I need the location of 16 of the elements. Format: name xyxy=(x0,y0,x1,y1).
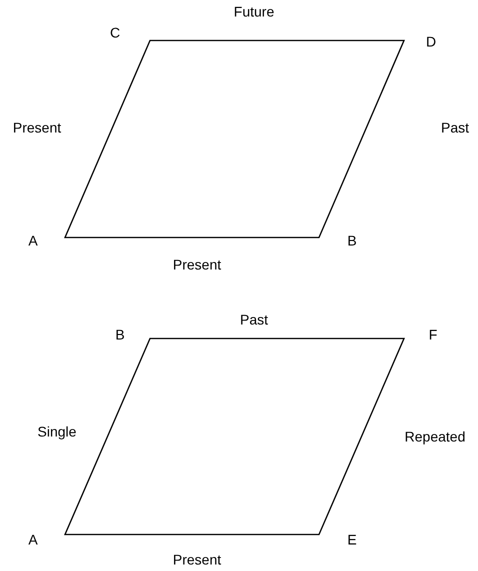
vertex-label: E xyxy=(347,530,357,550)
side-label: Present xyxy=(172,256,222,274)
side-label: Future xyxy=(234,2,274,22)
vertex-label: A xyxy=(28,232,38,250)
side-label: Present xyxy=(172,550,222,570)
side-label: Single xyxy=(38,422,76,442)
side-label: Present xyxy=(12,118,62,138)
vertex-label: C xyxy=(110,24,120,42)
vertex-label: A xyxy=(28,530,38,550)
vertex-label: F xyxy=(428,326,438,344)
vertex-label: B xyxy=(115,326,125,344)
vertex-label: B xyxy=(347,232,357,250)
side-label: Repeated xyxy=(404,428,466,446)
side-label: Past xyxy=(240,310,268,330)
vertex-label: D xyxy=(426,32,436,52)
side-label: Past xyxy=(441,118,469,138)
